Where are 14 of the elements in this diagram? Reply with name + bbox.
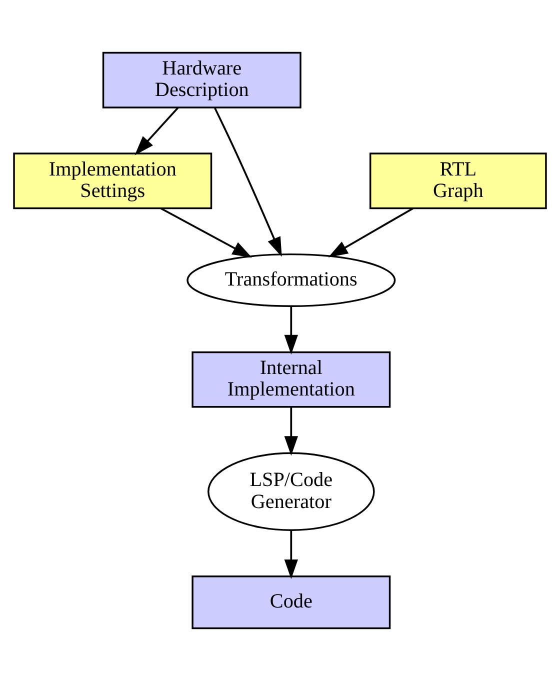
arrow bbox=[328, 208, 414, 258]
node-box: Implementation Settings bbox=[13, 152, 212, 210]
arrow bbox=[284, 407, 298, 456]
node-ellipse: Transformations bbox=[186, 253, 396, 307]
node-box: Hardware Description bbox=[102, 52, 302, 108]
arrow bbox=[214, 108, 282, 257]
arrow bbox=[284, 530, 298, 580]
node-box: Internal Implementation bbox=[192, 351, 391, 408]
node-ellipse: LSP/Code Generator bbox=[208, 452, 375, 532]
arrow bbox=[160, 208, 252, 258]
node-box: Code bbox=[192, 576, 391, 630]
arrow bbox=[134, 107, 179, 156]
node-box: RTL Graph bbox=[369, 152, 547, 210]
arrow bbox=[284, 306, 298, 354]
